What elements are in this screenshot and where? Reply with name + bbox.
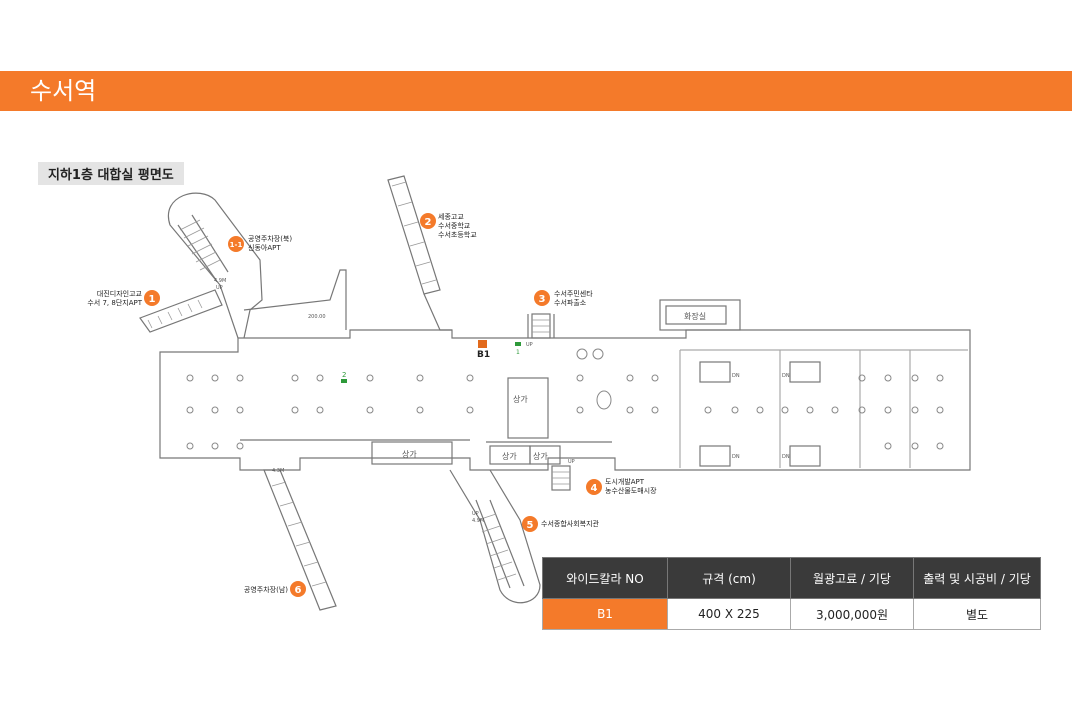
up-label-3: UP: [216, 285, 223, 291]
shop-label-lower-1: 상가: [402, 449, 417, 459]
cell-monthly-fee: 3,000,000원: [790, 598, 914, 630]
exit-2-escalator: [387, 175, 441, 295]
restroom-label: 화장실: [684, 311, 706, 321]
shop-label-lower-3: 상가: [533, 451, 548, 461]
exit-2-line1: 세종고교: [438, 212, 464, 221]
exit-4-line2: 농수산물도매시장: [605, 486, 657, 495]
exit-1-1-line2: 신동아APT: [248, 243, 281, 252]
exit-6-escalator: [263, 469, 337, 611]
svg-text:4: 4: [591, 483, 598, 494]
width-label-b: 4.3M: [272, 468, 284, 474]
green-marker-1: [515, 342, 521, 346]
exit-1-1-badge: 1-1: [228, 236, 244, 252]
svg-text:6: 6: [295, 585, 302, 596]
header-cell-print-install-fee: 출력 및 시공비 / 기당: [913, 557, 1041, 599]
header-bar: 수서역: [0, 71, 1072, 111]
dn-label-3: DN: [732, 454, 740, 460]
svg-text:2: 2: [425, 217, 432, 228]
exit-1-corridor: [139, 289, 223, 333]
header-cell-monthly-fee: 월광고료 / 기당: [790, 557, 914, 599]
exit-3-line2: 수서파출소: [554, 298, 587, 307]
green-marker-1-label: 1: [516, 349, 520, 356]
exit-1-1-line1: 공영주차장(북): [248, 234, 292, 243]
exit-1-badge: 1: [144, 290, 160, 306]
width-label-d: 200.00: [308, 314, 326, 320]
b1-marker: [478, 340, 487, 348]
dn-label-1: DN: [732, 373, 740, 379]
exit-2-line3: 수서초등학교: [438, 230, 477, 239]
cell-size: 400 X 225: [667, 598, 791, 630]
exit-5-line1: 수서종합사회복지관: [541, 519, 600, 528]
exit-4-line1: 도시개발APT: [605, 477, 645, 486]
exit-4-badge: 4: [586, 479, 602, 495]
shop-box-lower-3: [529, 445, 561, 465]
table-header-row: 와이드칼라 NO 규격 (cm) 월광고료 / 기당 출력 및 시공비 / 기당: [542, 557, 1041, 599]
exit-1-line1: 대진디자인고교: [97, 289, 143, 298]
dn-label-2: DN: [782, 373, 790, 379]
table-row: B1 400 X 225 3,000,000원 별도: [542, 598, 1041, 630]
svg-text:1: 1: [149, 294, 156, 305]
exit-3-badge: 3: [534, 290, 550, 306]
shop-box-center: [507, 377, 549, 439]
width-label-a: 4.9M: [214, 278, 226, 284]
svg-text:5: 5: [527, 520, 534, 531]
concourse-outline: [159, 329, 971, 471]
up-label-4: UP: [472, 511, 479, 517]
shop-box-lower-1: [371, 441, 453, 465]
up-label-1: UP: [526, 342, 533, 348]
up-label-2: UP: [568, 459, 575, 465]
exit-6-badge: 6: [290, 581, 306, 597]
header-cell-wide-color-no: 와이드칼라 NO: [542, 557, 668, 599]
shop-label-lower-2: 상가: [502, 451, 517, 461]
floor-plan-title: 지하1층 대합실 평면도: [38, 162, 184, 185]
exit-2-badge: 2: [420, 213, 436, 229]
header-cell-size: 규격 (cm): [667, 557, 791, 599]
exit-5-badge: 5: [522, 516, 538, 532]
exit-3-line1: 수서주민센타: [554, 289, 593, 298]
shop-label-center: 상가: [513, 394, 528, 404]
exit-2-line2: 수서중학교: [438, 221, 471, 230]
b1-label: B1: [477, 350, 490, 360]
exit-1-line2: 수서 7, 8단지APT: [87, 298, 142, 307]
cell-ad-number: B1: [542, 598, 668, 630]
width-label-c: 4.9M: [472, 518, 484, 524]
exit-1-1-corridor: [167, 192, 263, 339]
ad-pricing-table: 와이드칼라 NO 규격 (cm) 월광고료 / 기당 출력 및 시공비 / 기당…: [542, 557, 1041, 630]
page-title: 수서역: [30, 77, 97, 105]
restroom-block: [659, 299, 741, 331]
green-marker-2-label: 2: [342, 371, 346, 379]
exit-5-corridor: [449, 469, 541, 604]
exit-6-line1: 공영주차장(남): [244, 585, 288, 594]
svg-text:3: 3: [539, 294, 546, 305]
dn-label-4: DN: [782, 454, 790, 460]
cell-print-install-fee: 별도: [913, 598, 1041, 630]
green-marker-2: [341, 379, 347, 383]
svg-text:1-1: 1-1: [230, 241, 243, 249]
